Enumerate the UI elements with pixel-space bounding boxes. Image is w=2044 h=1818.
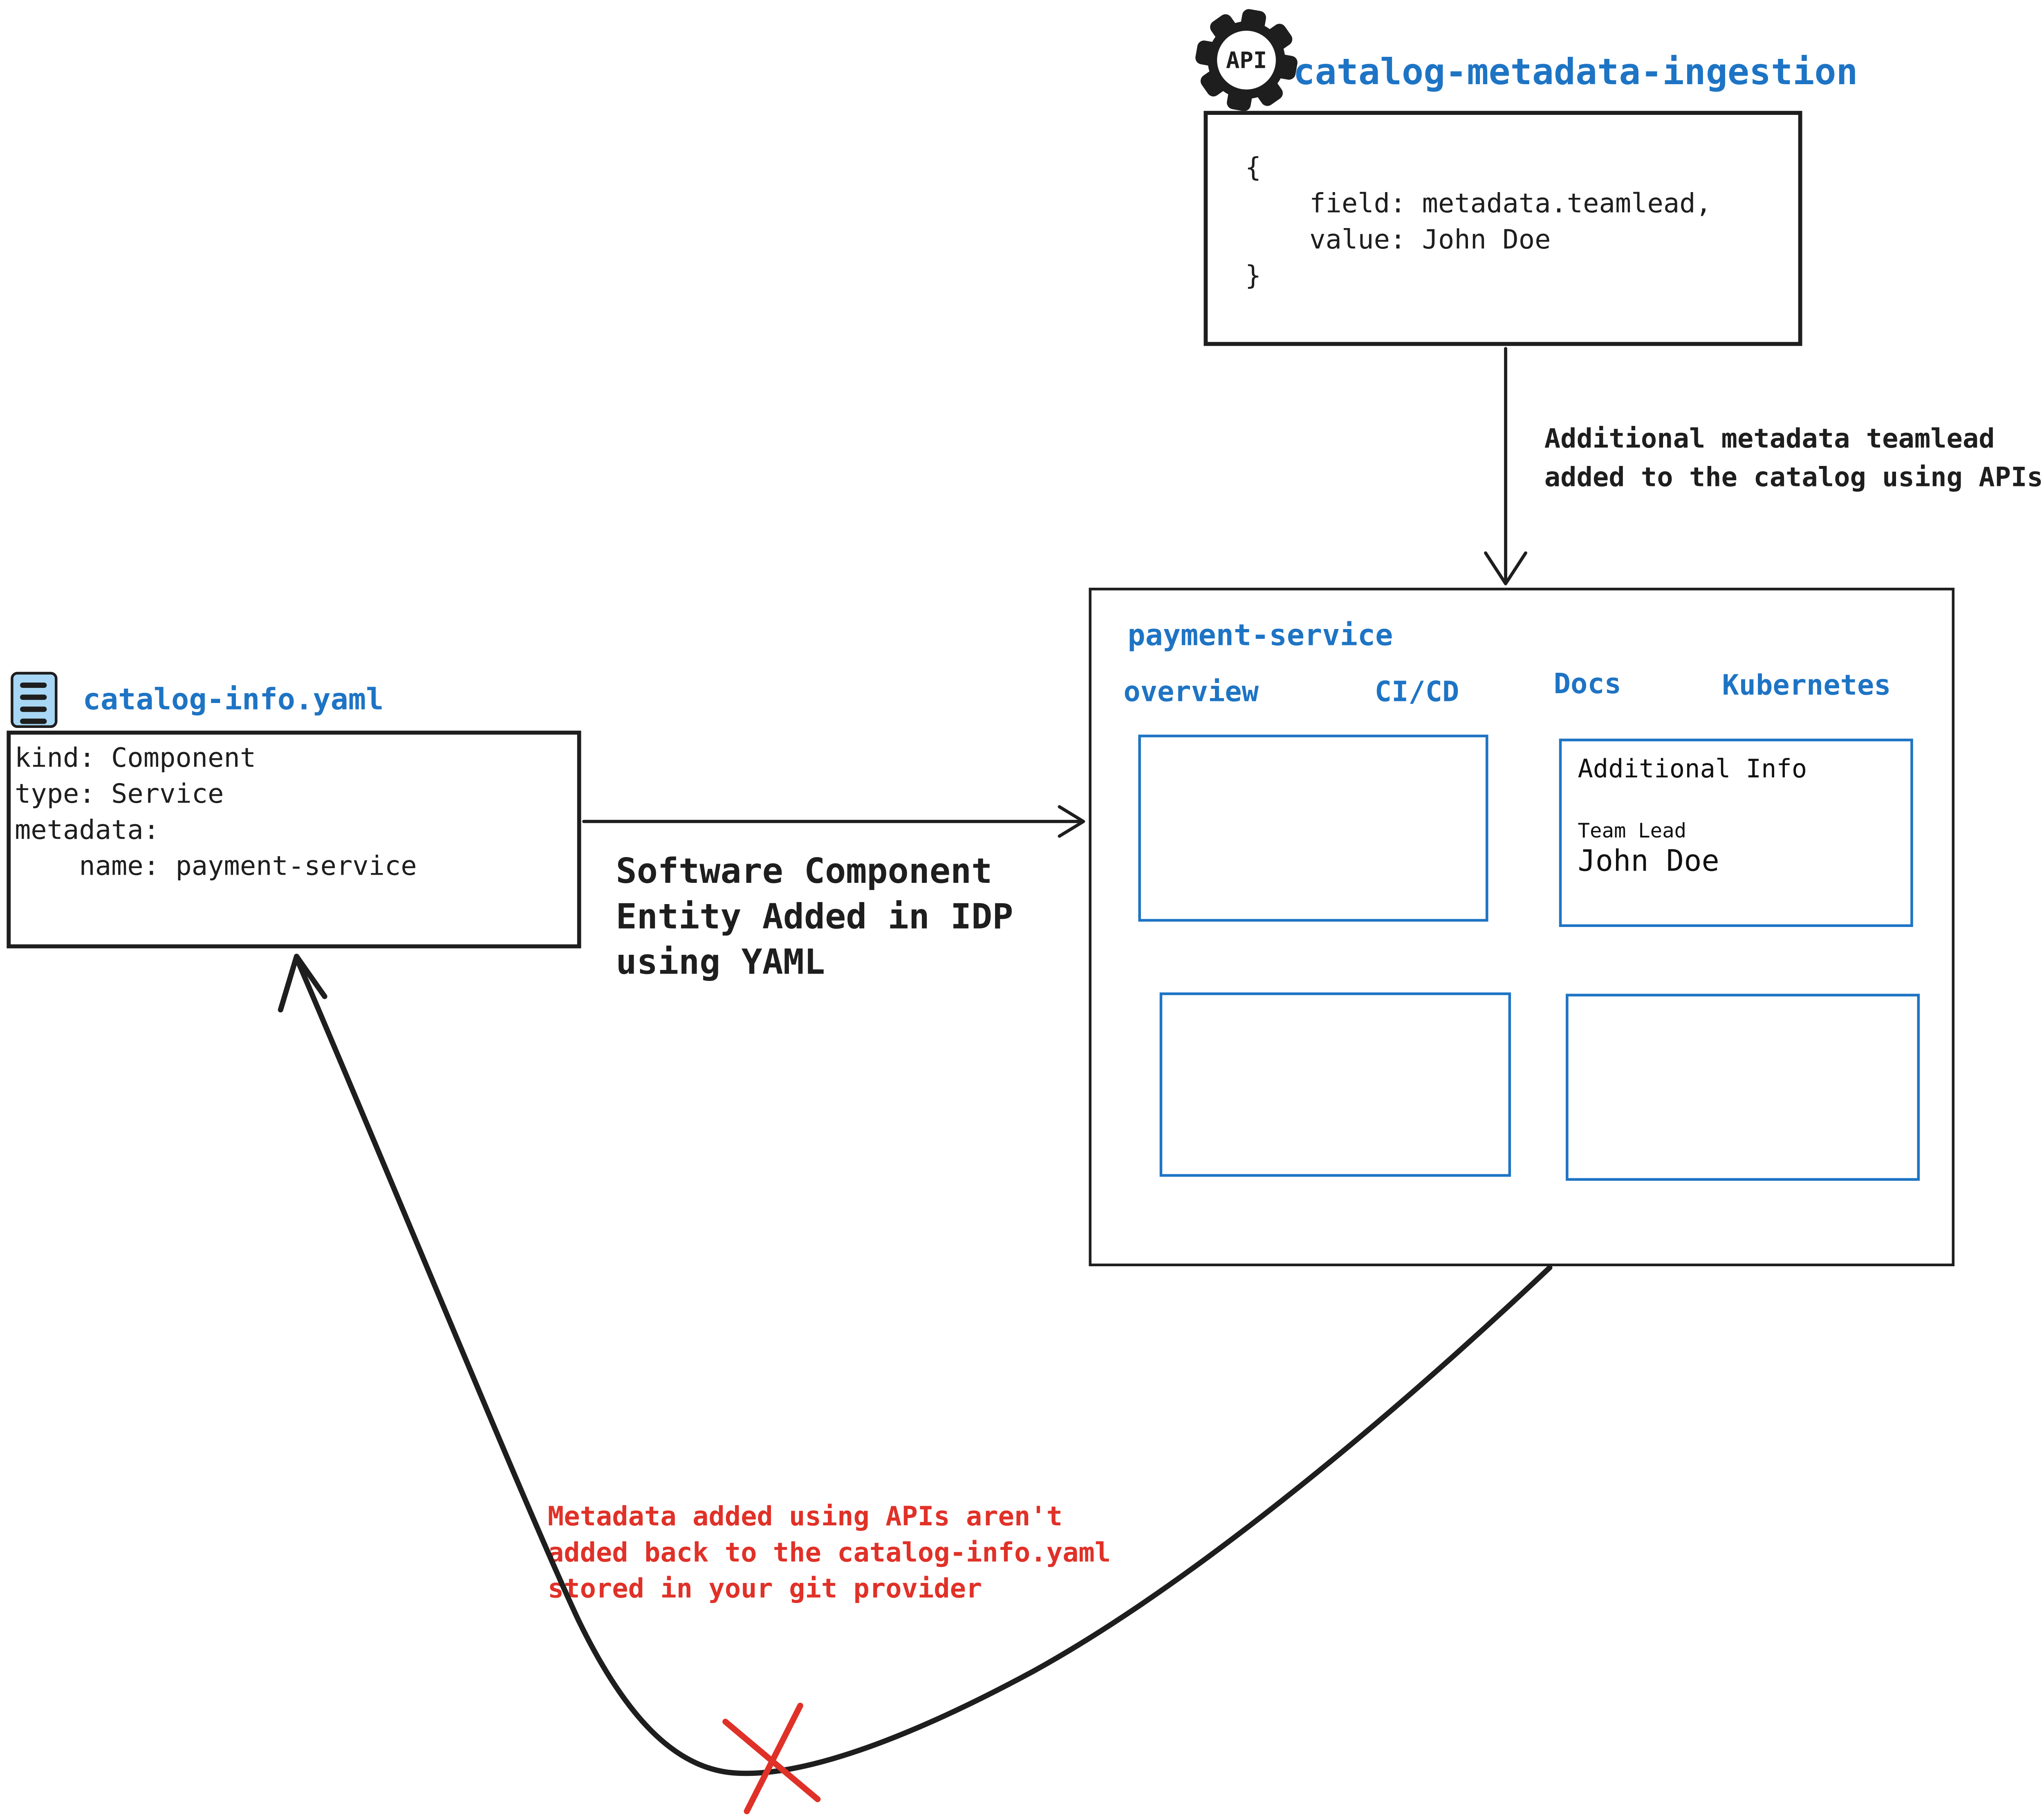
yaml-line: metadata:	[14, 813, 160, 846]
yaml-icon-bar	[20, 706, 47, 712]
feedback-arrowhead	[278, 954, 327, 1013]
tab-overview: overview	[1123, 676, 1259, 708]
info-panel-heading: Additional Info	[1578, 755, 1807, 784]
widget-placeholder-top-left	[1138, 734, 1488, 922]
api-gear-icon: API	[1195, 9, 1298, 111]
yaml-line: name: payment-service	[14, 849, 417, 882]
warning-line: added back to the catalog-info.yaml	[547, 1536, 1111, 1568]
note-line: Software Component	[616, 852, 993, 893]
yaml-arrow-note: Software Component Entity Added in IDP u…	[616, 849, 1013, 985]
code-line: {	[1245, 151, 1262, 183]
note-line: Entity Added in IDP	[616, 898, 1013, 938]
idp-card-title: payment-service	[1127, 620, 1393, 654]
yaml-line: type: Service	[14, 777, 224, 810]
note-line: Additional metadata teamlead	[1544, 422, 1995, 454]
yaml-icon-bar	[20, 682, 47, 688]
widget-placeholder-bottom-left	[1159, 992, 1511, 1177]
yaml-icon-bar	[20, 694, 47, 700]
team-lead-label: Team Lead	[1578, 819, 1687, 843]
api-node-title: catalog-metadata-ingestion	[1293, 52, 1858, 94]
yaml-to-idp-arrow	[582, 805, 1085, 838]
yaml-file-icon	[11, 672, 58, 728]
warning-line: stored in your git provider	[547, 1572, 982, 1604]
rejected-cross-icon	[722, 1702, 821, 1814]
feedback-warning-note: Metadata added using APIs aren't added b…	[548, 1499, 1111, 1607]
yaml-code: kind: Component type: Service metadata: …	[15, 740, 417, 884]
api-payload-code: { field: metadata.teamlead, value: John …	[1245, 150, 1712, 294]
widget-placeholder-bottom-right	[1566, 994, 1920, 1181]
code-line: }	[1245, 259, 1262, 291]
code-line: value: John Doe	[1245, 223, 1551, 255]
team-lead-value: John Doe	[1578, 845, 1719, 879]
ingestion-arrow-note: Additional metadata teamlead added to th…	[1544, 419, 2043, 497]
api-icon-label: API	[1226, 47, 1267, 74]
api-payload-box	[1204, 111, 1802, 346]
yaml-icon-bar	[20, 719, 47, 724]
tab-cicd: CI/CD	[1374, 676, 1459, 708]
additional-info-panel: Additional Info Team Lead John Doe	[1559, 739, 1913, 927]
yaml-box	[7, 730, 581, 949]
yaml-node-title: catalog-info.yaml	[83, 684, 384, 717]
yaml-line: kind: Component	[14, 741, 256, 774]
tab-docs: Docs	[1553, 668, 1621, 700]
tab-kubernetes: Kubernetes	[1722, 669, 1891, 701]
note-line: added to the catalog using APIs	[1544, 461, 2043, 493]
note-line: using YAML	[616, 943, 825, 983]
code-line: field: metadata.teamlead,	[1245, 187, 1712, 219]
warning-line: Metadata added using APIs aren't	[547, 1500, 1063, 1532]
api-to-idp-arrow	[1484, 347, 1527, 586]
